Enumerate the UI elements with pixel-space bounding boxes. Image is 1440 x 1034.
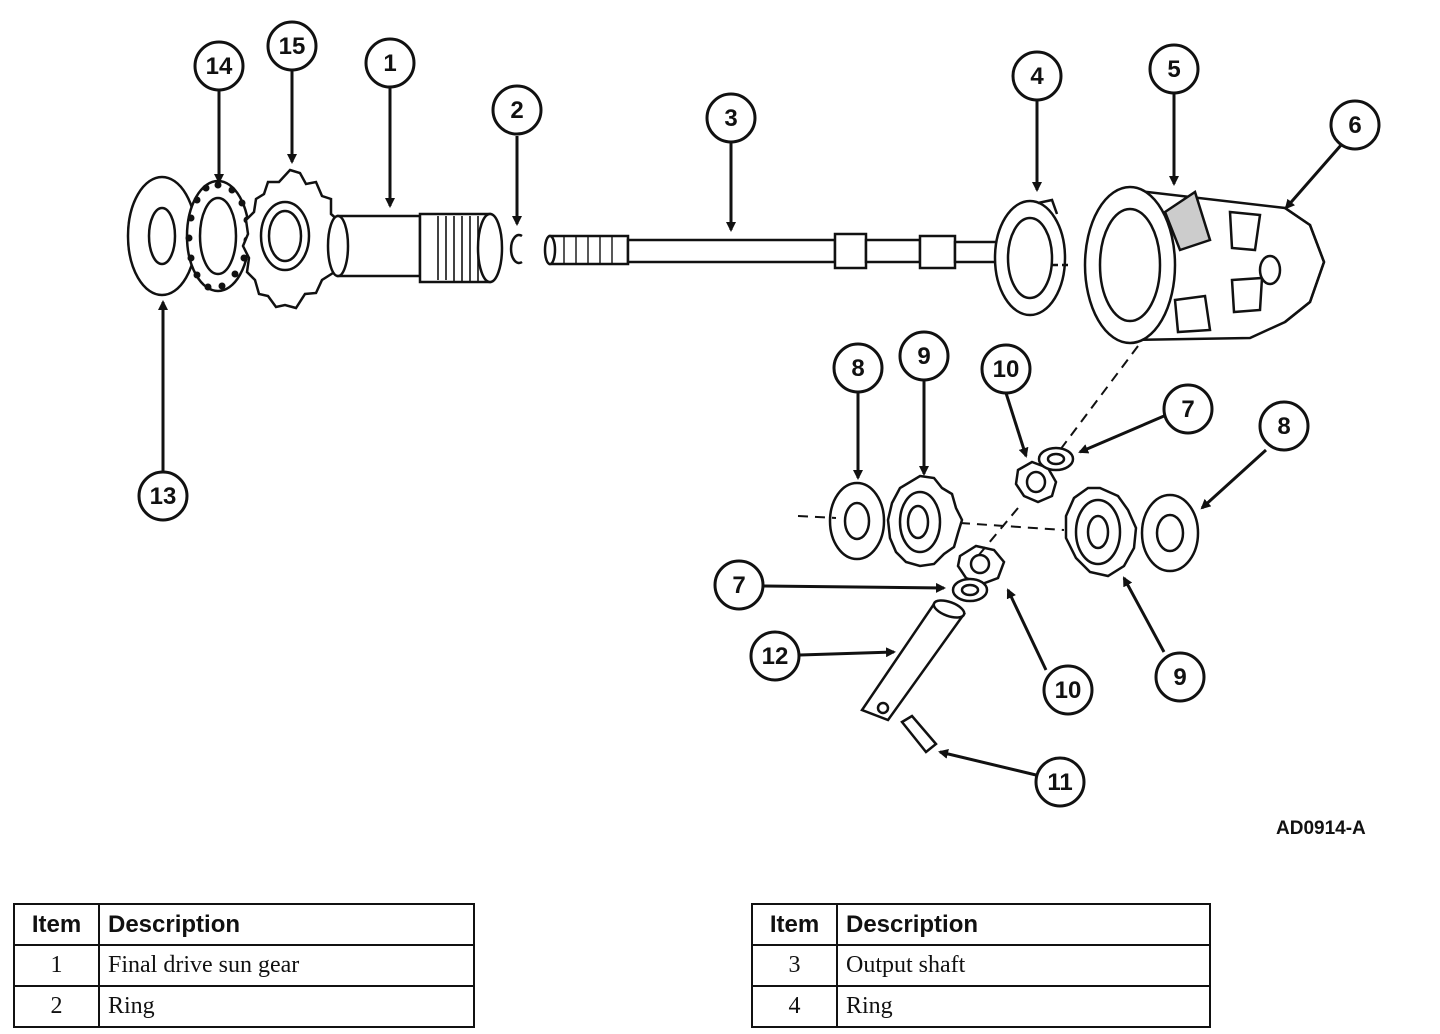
pinion-gear-upper-part [1014,460,1058,504]
svg-text:4: 4 [1030,63,1044,90]
svg-text:10: 10 [1055,677,1082,704]
svg-text:9: 9 [1173,664,1186,691]
callout-8-right: 8 [1258,400,1310,452]
callout-10-upper: 10 [980,343,1032,395]
callout-15: 15 [266,20,318,72]
retaining-pin-part [900,714,938,754]
bearing-part [185,179,251,293]
callout-9-upper: 9 [898,330,950,382]
svg-text:5: 5 [1167,56,1180,83]
callout-8-left: 8 [832,342,884,394]
thrust-washer-part [126,175,198,297]
item-number-cell: 3 [751,944,838,987]
callout-1: 1 [364,37,416,89]
thrust-washer-left-part [828,481,886,561]
table-row: 3 Output shaft [751,944,1211,987]
svg-text:8: 8 [1277,413,1290,440]
svg-text:15: 15 [279,33,306,60]
callout-13: 13 [137,470,189,522]
svg-text:1: 1 [383,50,396,77]
legend-header-row: Item Description [13,903,475,946]
legend-table-right: Item Description 3 Output shaft 4 Ring [751,903,1211,1028]
assembly-axis-lines [797,345,1139,557]
column-header-description: Description [836,903,1211,946]
svg-text:14: 14 [206,53,233,80]
svg-text:12: 12 [762,643,789,670]
item-number-cell: 1 [13,944,100,987]
svg-text:3: 3 [724,105,737,132]
pinion-washer-upper-part [1037,446,1075,472]
table-row: 2 Ring [13,985,475,1028]
item-number-cell: 2 [13,985,100,1028]
callout-4: 4 [1011,50,1063,102]
column-header-description: Description [98,903,475,946]
table-row: 1 Final drive sun gear [13,944,475,987]
callout-6: 6 [1329,99,1381,151]
callout-2: 2 [491,84,543,136]
description-cell: Ring [836,985,1211,1028]
svg-text:9: 9 [917,343,930,370]
side-gear-left-part [886,474,964,568]
callout-10-lower: 10 [1042,664,1094,716]
ring-part [993,198,1070,317]
description-cell: Ring [98,985,475,1028]
pinion-gear-lower-part [956,544,1006,586]
carrier-assembly-part [1083,185,1326,345]
final-drive-sun-gear-part [326,212,504,284]
callout-3: 3 [705,92,757,144]
figure-id: AD0914-A [1276,818,1366,839]
svg-text:2: 2 [510,97,523,124]
svg-text:10: 10 [993,356,1020,383]
park-gear-part [241,168,343,310]
callout-12: 12 [749,630,801,682]
svg-text:7: 7 [1181,396,1194,423]
svg-text:8: 8 [851,355,864,382]
callout-7-lower: 7 [713,559,765,611]
pinion-washer-lower-part [951,577,989,603]
thrust-washer-right-part [1140,493,1200,573]
item-number-cell: 4 [751,985,838,1028]
pinion-shaft-part [860,599,967,722]
svg-text:6: 6 [1348,112,1361,139]
description-cell: Final drive sun gear [98,944,475,987]
table-row: 4 Ring [751,985,1211,1028]
column-header-item: Item [13,903,100,946]
side-gear-right-part [1064,486,1138,578]
callout-14: 14 [193,40,245,92]
callout-5: 5 [1148,43,1200,95]
callout-11: 11 [1034,756,1086,808]
callout-9-lower: 9 [1154,651,1206,703]
output-shaft-part [543,232,1002,270]
exploded-parts-diagram: 14 15 1 2 3 4 5 6 13 8 9 10 [126,20,1381,808]
column-header-item: Item [751,903,838,946]
svg-text:13: 13 [150,483,177,510]
svg-text:7: 7 [732,572,745,599]
callout-7-upper: 7 [1162,383,1214,435]
snap-ring-part [509,233,523,265]
legend-table-left: Item Description 1 Final drive sun gear … [13,903,475,1028]
svg-text:11: 11 [1047,769,1072,796]
leader-arrows [158,70,1344,777]
description-cell: Output shaft [836,944,1211,987]
legend-header-row: Item Description [751,903,1211,946]
